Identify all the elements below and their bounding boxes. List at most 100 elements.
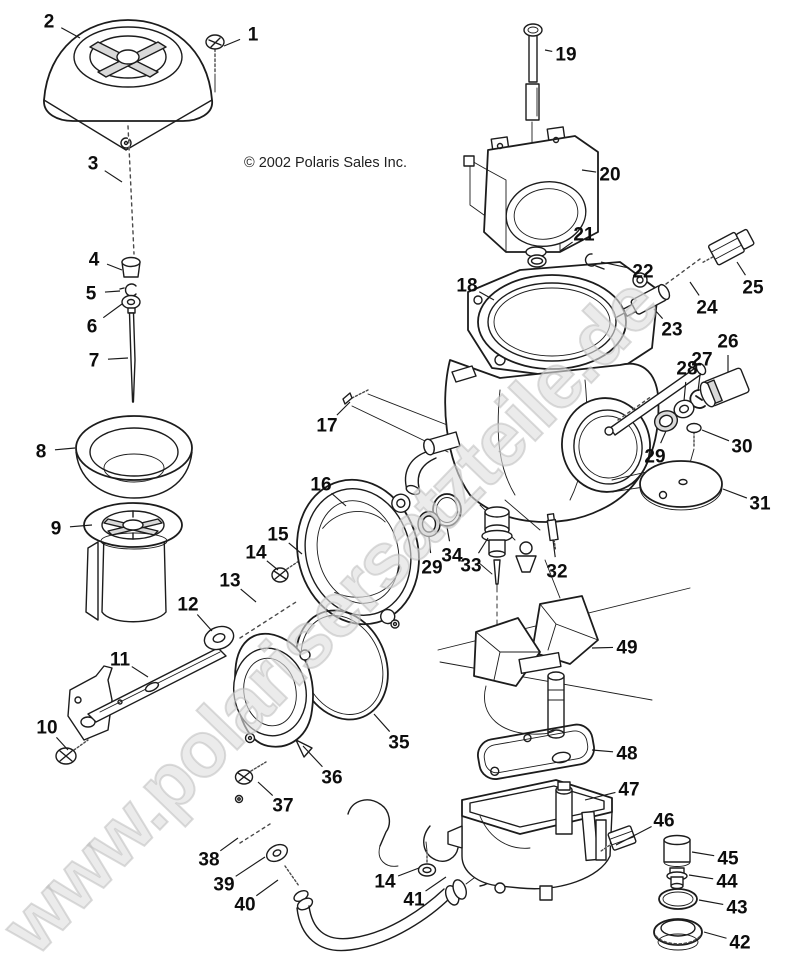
callout-leader-39-39 — [235, 856, 266, 877]
callout-leader-37-37 — [257, 781, 274, 796]
chamber-housing-drawing — [296, 478, 420, 626]
slide-spring-drawing — [127, 125, 135, 255]
part-number-29-28: 29 — [644, 447, 665, 468]
callout-leader-16-15 — [331, 492, 347, 507]
callout-leader-31-30 — [722, 488, 748, 499]
slide-drawing — [83, 502, 183, 623]
callout-leader-5-4 — [104, 290, 121, 293]
part-number-11-10: 11 — [110, 650, 131, 671]
callout-leader-8-7 — [54, 447, 76, 451]
part-number-24-23: 24 — [696, 298, 718, 319]
callout-leader-22-21 — [600, 261, 630, 269]
callout-leader-21-20 — [559, 241, 573, 252]
callout-leader-33-32 — [477, 537, 489, 554]
throttle-arm-drawing — [67, 647, 227, 741]
pivot-screw-drawing — [55, 739, 89, 765]
callout-leader-15-14 — [288, 542, 303, 555]
part-number-25-24: 25 — [742, 278, 764, 299]
callout-leader-14-13 — [266, 560, 279, 571]
callout-leader-13-12 — [240, 588, 257, 603]
part-number-26-25: 26 — [717, 332, 738, 353]
part-number-7-6: 7 — [89, 351, 100, 372]
part-number-43-44: 43 — [726, 898, 747, 919]
part-number-38-38: 38 — [198, 850, 219, 871]
part-number-9-8: 9 — [51, 519, 62, 540]
part-number-12-11: 12 — [177, 595, 198, 616]
callout-leader-4-3 — [106, 263, 123, 271]
part-number-41-41: 41 — [403, 890, 425, 911]
part-number-34-33: 34 — [441, 546, 463, 567]
callout-leader-32-31 — [552, 539, 556, 558]
callout-leader-29-28 — [660, 430, 667, 444]
small-oring-drawing — [527, 253, 605, 270]
callout-leader-36-36 — [302, 745, 323, 768]
callout-leader-34-33 — [446, 526, 451, 542]
part-number-39-39: 39 — [213, 875, 234, 896]
callout-leader-45-46 — [691, 851, 715, 857]
jet-plunger-drawing — [417, 493, 559, 645]
part-number-37-37: 37 — [272, 796, 293, 817]
part-number-36-36: 36 — [321, 768, 342, 789]
callout-leader-35-35 — [373, 713, 391, 732]
part-number-15-14: 15 — [267, 525, 289, 546]
callout-leader-6-5 — [102, 303, 123, 319]
callout-leader-20-19 — [581, 169, 597, 173]
float-drawing — [473, 559, 599, 739]
part-number-23-22: 23 — [661, 320, 682, 341]
part-number-35-35: 35 — [388, 733, 410, 754]
part-number-32-31: 32 — [546, 562, 567, 583]
callout-leader-11-10 — [131, 666, 149, 678]
arm-spring-drawing — [239, 601, 297, 639]
callout-leader-44-45 — [688, 874, 714, 880]
diaphragm-drawing — [75, 415, 193, 499]
shaft-washer-drawing — [203, 625, 235, 651]
long-screw-drawing — [523, 23, 543, 179]
callout-leader-10-9 — [56, 736, 69, 751]
part-number-20-19: 20 — [599, 165, 620, 186]
part-number-42-43: 42 — [729, 933, 750, 954]
vent-line-drawing — [347, 799, 459, 877]
float-bowl-drawing — [447, 779, 613, 901]
part-number-19-18: 19 — [555, 45, 576, 66]
cable-adjuster-drawing — [615, 228, 755, 319]
carb-body-drawing — [404, 261, 662, 573]
callout-leader-19-18 — [544, 49, 553, 52]
callout-leader-29-34 — [428, 536, 432, 554]
part-number-29-34: 29 — [421, 558, 442, 579]
callout-layer: 1234567891011121314151617181920212223242… — [36, 12, 771, 954]
callout-leader-49-50 — [591, 646, 614, 649]
part-number-1-0: 1 — [248, 25, 259, 46]
callout-leader-18-17 — [478, 291, 495, 301]
callout-leader-40-40 — [255, 879, 279, 897]
part-number-16-15: 16 — [310, 475, 331, 496]
part-number-45-46: 45 — [717, 849, 739, 870]
callout-leader-42-43 — [703, 931, 727, 939]
callout-leader-41-41 — [425, 876, 447, 892]
part-number-6-5: 6 — [87, 317, 98, 338]
throttle-shaft-drawing — [604, 362, 750, 511]
cable-end-drawing — [234, 761, 494, 952]
callout-leader-23-22 — [653, 308, 664, 319]
part-number-3-2: 3 — [88, 154, 99, 175]
cover-drawing — [43, 19, 213, 151]
part-number-27-26: 27 — [691, 350, 712, 371]
part-number-49-50: 49 — [616, 638, 637, 659]
part-number-47-48: 47 — [618, 780, 639, 801]
lower-cover-drawing — [233, 632, 314, 758]
callout-leader-1-0 — [223, 38, 241, 47]
callout-leader-28-27 — [683, 381, 687, 402]
part-number-10-9: 10 — [36, 718, 57, 739]
callout-leader-9-8 — [69, 524, 93, 528]
cover-screw-drawing — [205, 34, 225, 93]
part-number-48-49: 48 — [616, 744, 637, 765]
callout-leader-2-1 — [60, 27, 81, 39]
callout-leader-12-11 — [196, 614, 213, 632]
callout-leader-43-44 — [698, 899, 724, 906]
callout-leader-46-47 — [615, 825, 652, 846]
part-number-18-17: 18 — [456, 276, 477, 297]
callout-leader-7-6 — [107, 357, 129, 360]
part-number-28-27: 28 — [676, 359, 697, 380]
part-number-8-7: 8 — [36, 442, 47, 463]
callout-leader-30-29 — [701, 429, 730, 442]
